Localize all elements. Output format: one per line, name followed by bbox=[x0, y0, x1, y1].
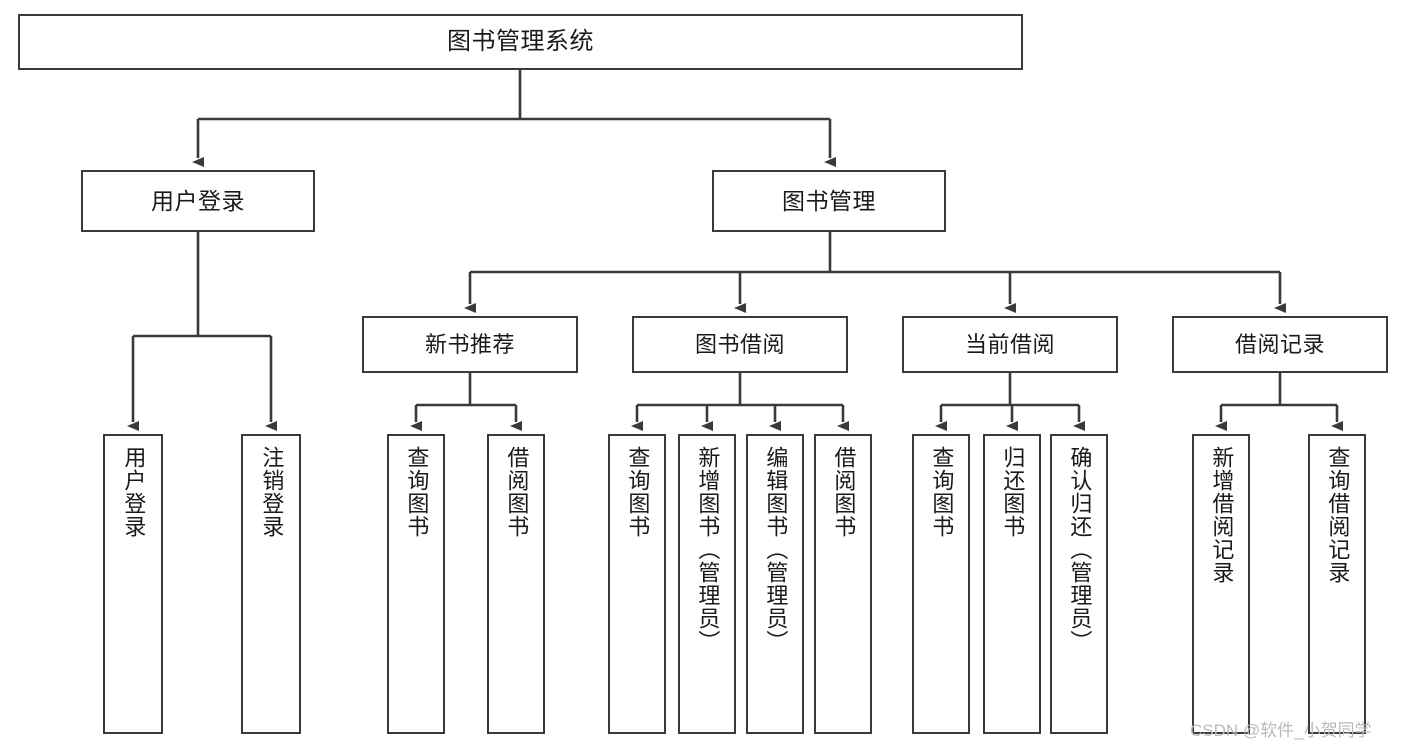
node-borrow-record-label: 借阅记录 bbox=[1234, 331, 1325, 357]
node-leaf-confirm-return[interactable]: 确认归还（管理员） bbox=[1050, 434, 1108, 734]
node-book-manage[interactable]: 图书管理 bbox=[712, 170, 946, 232]
node-leaf-query-borrow-record[interactable]: 查询借阅记录 bbox=[1308, 434, 1366, 734]
node-new-book-recommend-label: 新书推荐 bbox=[424, 331, 515, 357]
node-leaf-add-book[interactable]: 新增图书（管理员） bbox=[678, 434, 736, 734]
node-leaf-borrow-book-2[interactable]: 借阅图书 bbox=[814, 434, 872, 734]
node-leaf-user-login[interactable]: 用户登录 bbox=[103, 434, 163, 734]
node-leaf-logout-login[interactable]: 注销登录 bbox=[241, 434, 301, 734]
node-book-borrow-label: 图书借阅 bbox=[694, 331, 785, 357]
node-leaf-add-book-label: 新增图书（管理员） bbox=[695, 446, 721, 653]
node-book-manage-label: 图书管理 bbox=[782, 187, 876, 214]
node-current-borrow-label: 当前借阅 bbox=[964, 331, 1055, 357]
node-leaf-borrow-book-1[interactable]: 借阅图书 bbox=[487, 434, 545, 734]
node-new-book-recommend[interactable]: 新书推荐 bbox=[362, 316, 578, 373]
node-user-login-label: 用户登录 bbox=[151, 187, 245, 214]
node-leaf-query-book-3[interactable]: 查询图书 bbox=[912, 434, 970, 734]
node-leaf-query-book-1-label: 查询图书 bbox=[404, 446, 430, 538]
node-leaf-query-book-3-label: 查询图书 bbox=[929, 446, 955, 538]
node-leaf-edit-book-label: 编辑图书（管理员） bbox=[763, 446, 789, 653]
node-leaf-add-borrow-record-label: 新增借阅记录 bbox=[1209, 446, 1235, 584]
node-leaf-borrow-book-1-label: 借阅图书 bbox=[504, 446, 530, 538]
node-leaf-user-login-label: 用户登录 bbox=[121, 446, 147, 538]
node-borrow-record[interactable]: 借阅记录 bbox=[1172, 316, 1388, 373]
node-leaf-query-book-2[interactable]: 查询图书 bbox=[608, 434, 666, 734]
node-leaf-query-borrow-record-label: 查询借阅记录 bbox=[1325, 446, 1351, 584]
node-root[interactable]: 图书管理系统 bbox=[18, 14, 1023, 70]
node-current-borrow[interactable]: 当前借阅 bbox=[902, 316, 1118, 373]
node-leaf-add-borrow-record[interactable]: 新增借阅记录 bbox=[1192, 434, 1250, 734]
node-leaf-query-book-1[interactable]: 查询图书 bbox=[387, 434, 445, 734]
node-leaf-edit-book[interactable]: 编辑图书（管理员） bbox=[746, 434, 804, 734]
node-leaf-return-book[interactable]: 归还图书 bbox=[983, 434, 1041, 734]
watermark: CSDN @软件_小贺同学 bbox=[1190, 721, 1372, 740]
node-leaf-query-book-2-label: 查询图书 bbox=[625, 446, 651, 538]
node-leaf-confirm-return-label: 确认归还（管理员） bbox=[1067, 446, 1093, 653]
node-book-borrow[interactable]: 图书借阅 bbox=[632, 316, 848, 373]
node-leaf-logout-login-label: 注销登录 bbox=[259, 446, 285, 538]
node-user-login[interactable]: 用户登录 bbox=[81, 170, 315, 232]
node-leaf-return-book-label: 归还图书 bbox=[1000, 446, 1026, 538]
node-leaf-borrow-book-2-label: 借阅图书 bbox=[831, 446, 857, 538]
node-root-label: 图书管理系统 bbox=[447, 28, 594, 56]
